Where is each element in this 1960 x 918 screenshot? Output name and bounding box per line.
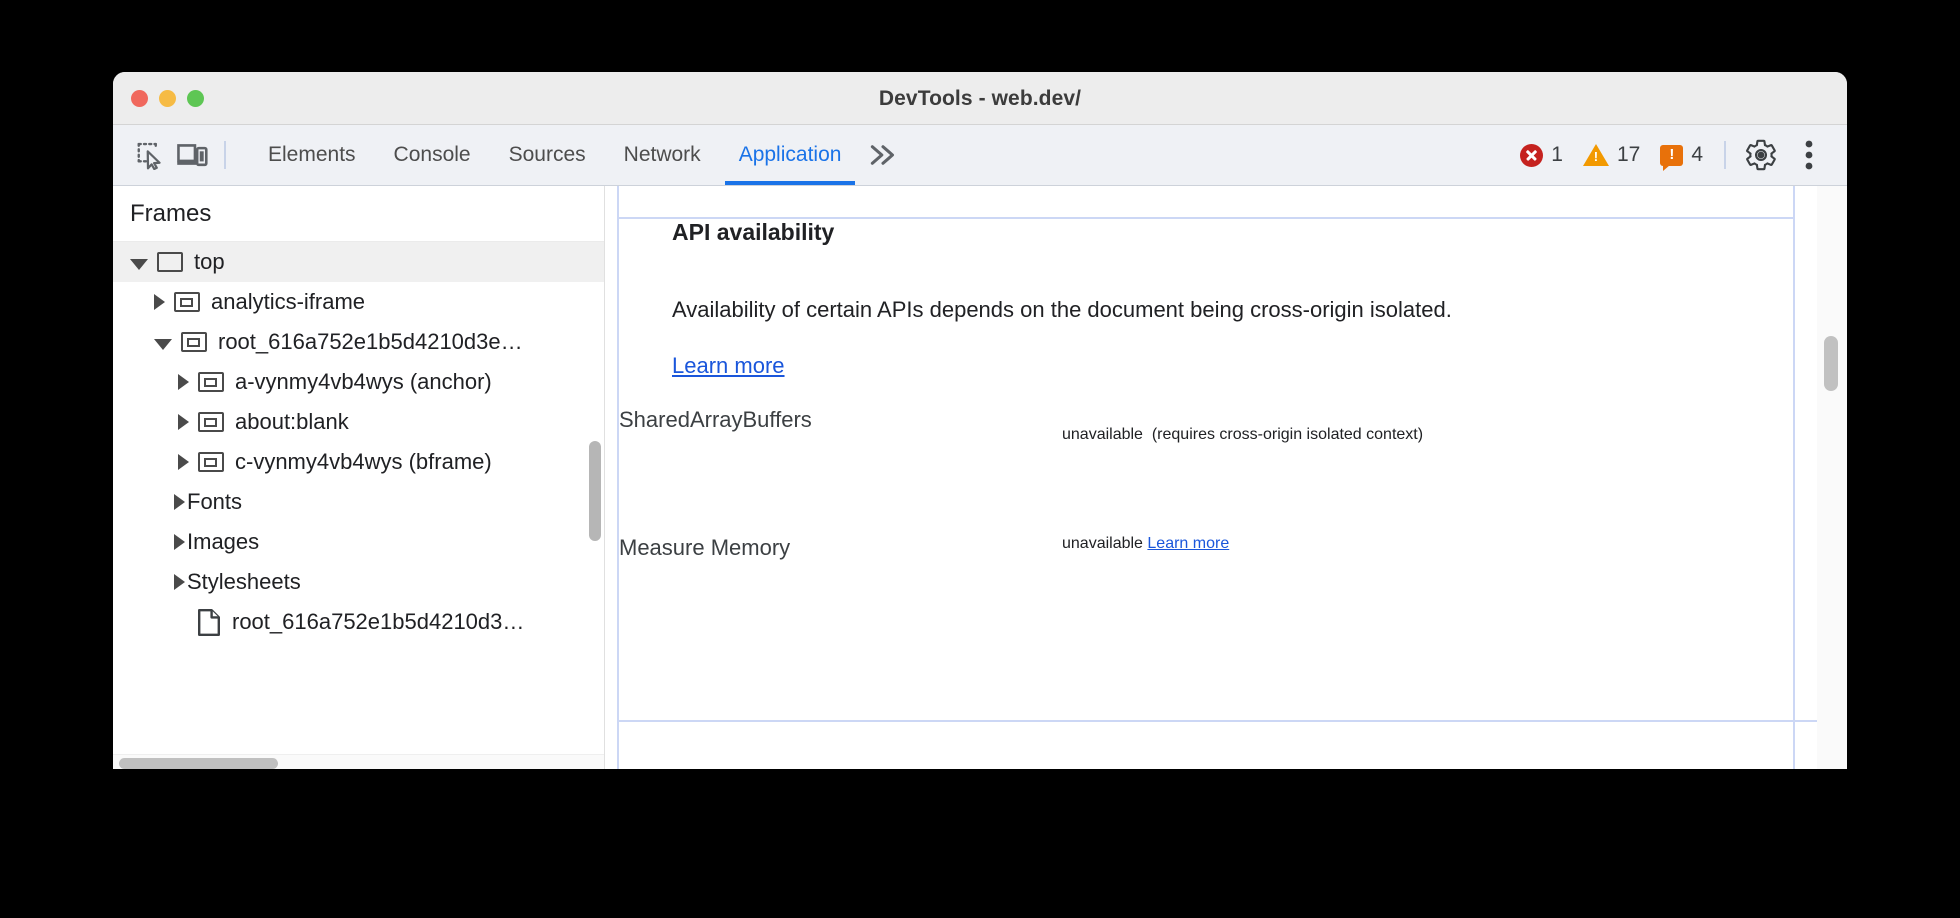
description-text: Availability of certain APIs depends on … (672, 297, 1452, 322)
issue-count: 4 (1691, 143, 1703, 166)
toolbar-right-group: 1 17 4 (1510, 131, 1833, 179)
shared-array-buffers-note: (requires cross-origin isolated context) (1151, 426, 1424, 443)
section-description: Availability of certain APIs depends on … (672, 282, 1472, 394)
section-divider-bottom (619, 720, 1843, 722)
tree-item-about-blank[interactable]: about:blank (113, 402, 604, 442)
tree-item-label: about:blank (235, 409, 349, 434)
tab-application[interactable]: Application (720, 125, 861, 185)
minimize-window-button[interactable] (159, 90, 176, 107)
document-icon (198, 608, 220, 636)
chevron-down-icon[interactable] (130, 258, 148, 270)
row-label-shared-array-buffers: SharedArrayBuffers (619, 407, 812, 432)
tree-item-top[interactable]: top (113, 242, 604, 282)
tree-item-label: analytics-iframe (211, 289, 366, 314)
toolbar-divider (224, 141, 226, 169)
report-frame: API availability Availability of certain… (617, 186, 1843, 769)
error-icon (1520, 143, 1544, 167)
page-title: API availability (672, 219, 835, 245)
panel-tabs: Elements Console Sources Network Applica… (249, 125, 860, 185)
chevron-right-icon[interactable] (178, 374, 189, 390)
tree-item-fonts[interactable]: Fonts (113, 482, 604, 522)
chevron-right-icon[interactable] (174, 574, 185, 590)
row-value-shared-array-buffers: unavailable (requires cross-origin isola… (1062, 407, 1482, 463)
issues-counter[interactable]: 4 (1650, 143, 1713, 171)
frame-top-icon (157, 252, 183, 272)
tree-item-label: a-vynmy4vb4wys (anchor) (235, 369, 492, 394)
chevron-right-icon[interactable] (178, 454, 189, 470)
main-vertical-scroll-thumb[interactable] (1824, 336, 1838, 391)
sidebar-horizontal-scrollbar[interactable] (113, 754, 604, 769)
tab-network[interactable]: Network (623, 143, 701, 166)
more-tabs-chevron-icon[interactable] (860, 125, 906, 185)
tree-item-images[interactable]: Images (113, 522, 604, 562)
tree-item-label: Fonts (187, 489, 243, 514)
tree-item-root-document[interactable]: root_616a752e1b5d4210d3… (113, 602, 604, 642)
chevron-right-icon[interactable] (174, 494, 185, 510)
sidebar-horizontal-scroll-thumb[interactable] (119, 758, 278, 769)
tab-elements[interactable]: Elements (268, 143, 356, 166)
tree-item-label: root_616a752e1b5d4210d3e… (218, 329, 523, 354)
devtools-window: DevTools - web.dev/ (113, 72, 1847, 769)
frames-tree: top analytics-iframe root_616a752e1b5d42… (113, 242, 604, 642)
issue-icon (1660, 144, 1684, 171)
chevron-right-icon[interactable] (174, 534, 185, 550)
toolbar-divider-right (1724, 141, 1726, 169)
sidebar-vertical-scrollbar[interactable] (589, 441, 601, 541)
frame-icon (198, 412, 224, 432)
tree-item-label: Images (187, 529, 260, 554)
tree-item-root-frame[interactable]: root_616a752e1b5d4210d3e… (113, 322, 604, 362)
zoom-window-button[interactable] (187, 90, 204, 107)
chevron-down-icon[interactable] (154, 338, 172, 350)
learn-more-link-availability[interactable]: Learn more (672, 353, 785, 378)
gear-icon[interactable] (1737, 131, 1785, 179)
measure-memory-status: unavailable (1062, 535, 1143, 552)
frame-icon (198, 372, 224, 392)
section-divider-top (619, 217, 1793, 219)
frame-icon (198, 452, 224, 472)
frame-icon (181, 332, 207, 352)
tab-console[interactable]: Console (393, 143, 471, 166)
tree-item-label: Stylesheets (187, 569, 301, 594)
error-count: 1 (1551, 143, 1563, 166)
warning-count: 17 (1616, 143, 1641, 166)
error-counter[interactable]: 1 (1510, 143, 1573, 167)
title-bar: DevTools - web.dev/ (113, 72, 1847, 125)
row-label-measure-memory: Measure Memory (619, 535, 791, 560)
shared-array-buffers-status: unavailable (1062, 426, 1143, 443)
row-value-measure-memory: unavailable Learn more (1062, 535, 1229, 553)
tree-item-label: top (194, 249, 225, 274)
warning-icon (1582, 144, 1609, 166)
window-controls (131, 90, 204, 107)
close-window-button[interactable] (131, 90, 148, 107)
sidebar-header-frames: Frames (113, 186, 604, 242)
window-title: DevTools - web.dev/ (878, 87, 1082, 110)
warning-counter[interactable]: 17 (1573, 143, 1650, 167)
tree-item-label: root_616a752e1b5d4210d3… (232, 609, 525, 634)
chevron-right-icon[interactable] (154, 294, 165, 310)
tree-item-analytics-iframe[interactable]: analytics-iframe (113, 282, 604, 322)
more-vertical-icon[interactable] (1785, 131, 1833, 179)
inspect-element-icon[interactable] (129, 134, 171, 176)
learn-more-link-measure-memory[interactable]: Learn more (1147, 535, 1230, 552)
devtools-toolbar: Elements Console Sources Network Applica… (113, 125, 1847, 186)
frame-icon (174, 292, 200, 312)
tree-item-c-vynmy4vb4wys[interactable]: c-vynmy4vb4wys (bframe) (113, 442, 604, 482)
devtools-body: Frames top analytics-iframe (113, 186, 1847, 769)
device-toolbar-icon[interactable] (171, 134, 213, 176)
chevron-right-icon[interactable] (178, 414, 189, 430)
application-panel: API availability Availability of certain… (605, 186, 1847, 769)
main-vertical-scrollbar[interactable] (1817, 186, 1847, 769)
tab-sources[interactable]: Sources (508, 143, 586, 166)
frames-sidebar: Frames top analytics-iframe (113, 186, 605, 769)
tree-item-a-vynmy4vb4wys[interactable]: a-vynmy4vb4wys (anchor) (113, 362, 604, 402)
tree-item-label: c-vynmy4vb4wys (bframe) (235, 449, 492, 474)
tree-item-stylesheets[interactable]: Stylesheets (113, 562, 604, 602)
